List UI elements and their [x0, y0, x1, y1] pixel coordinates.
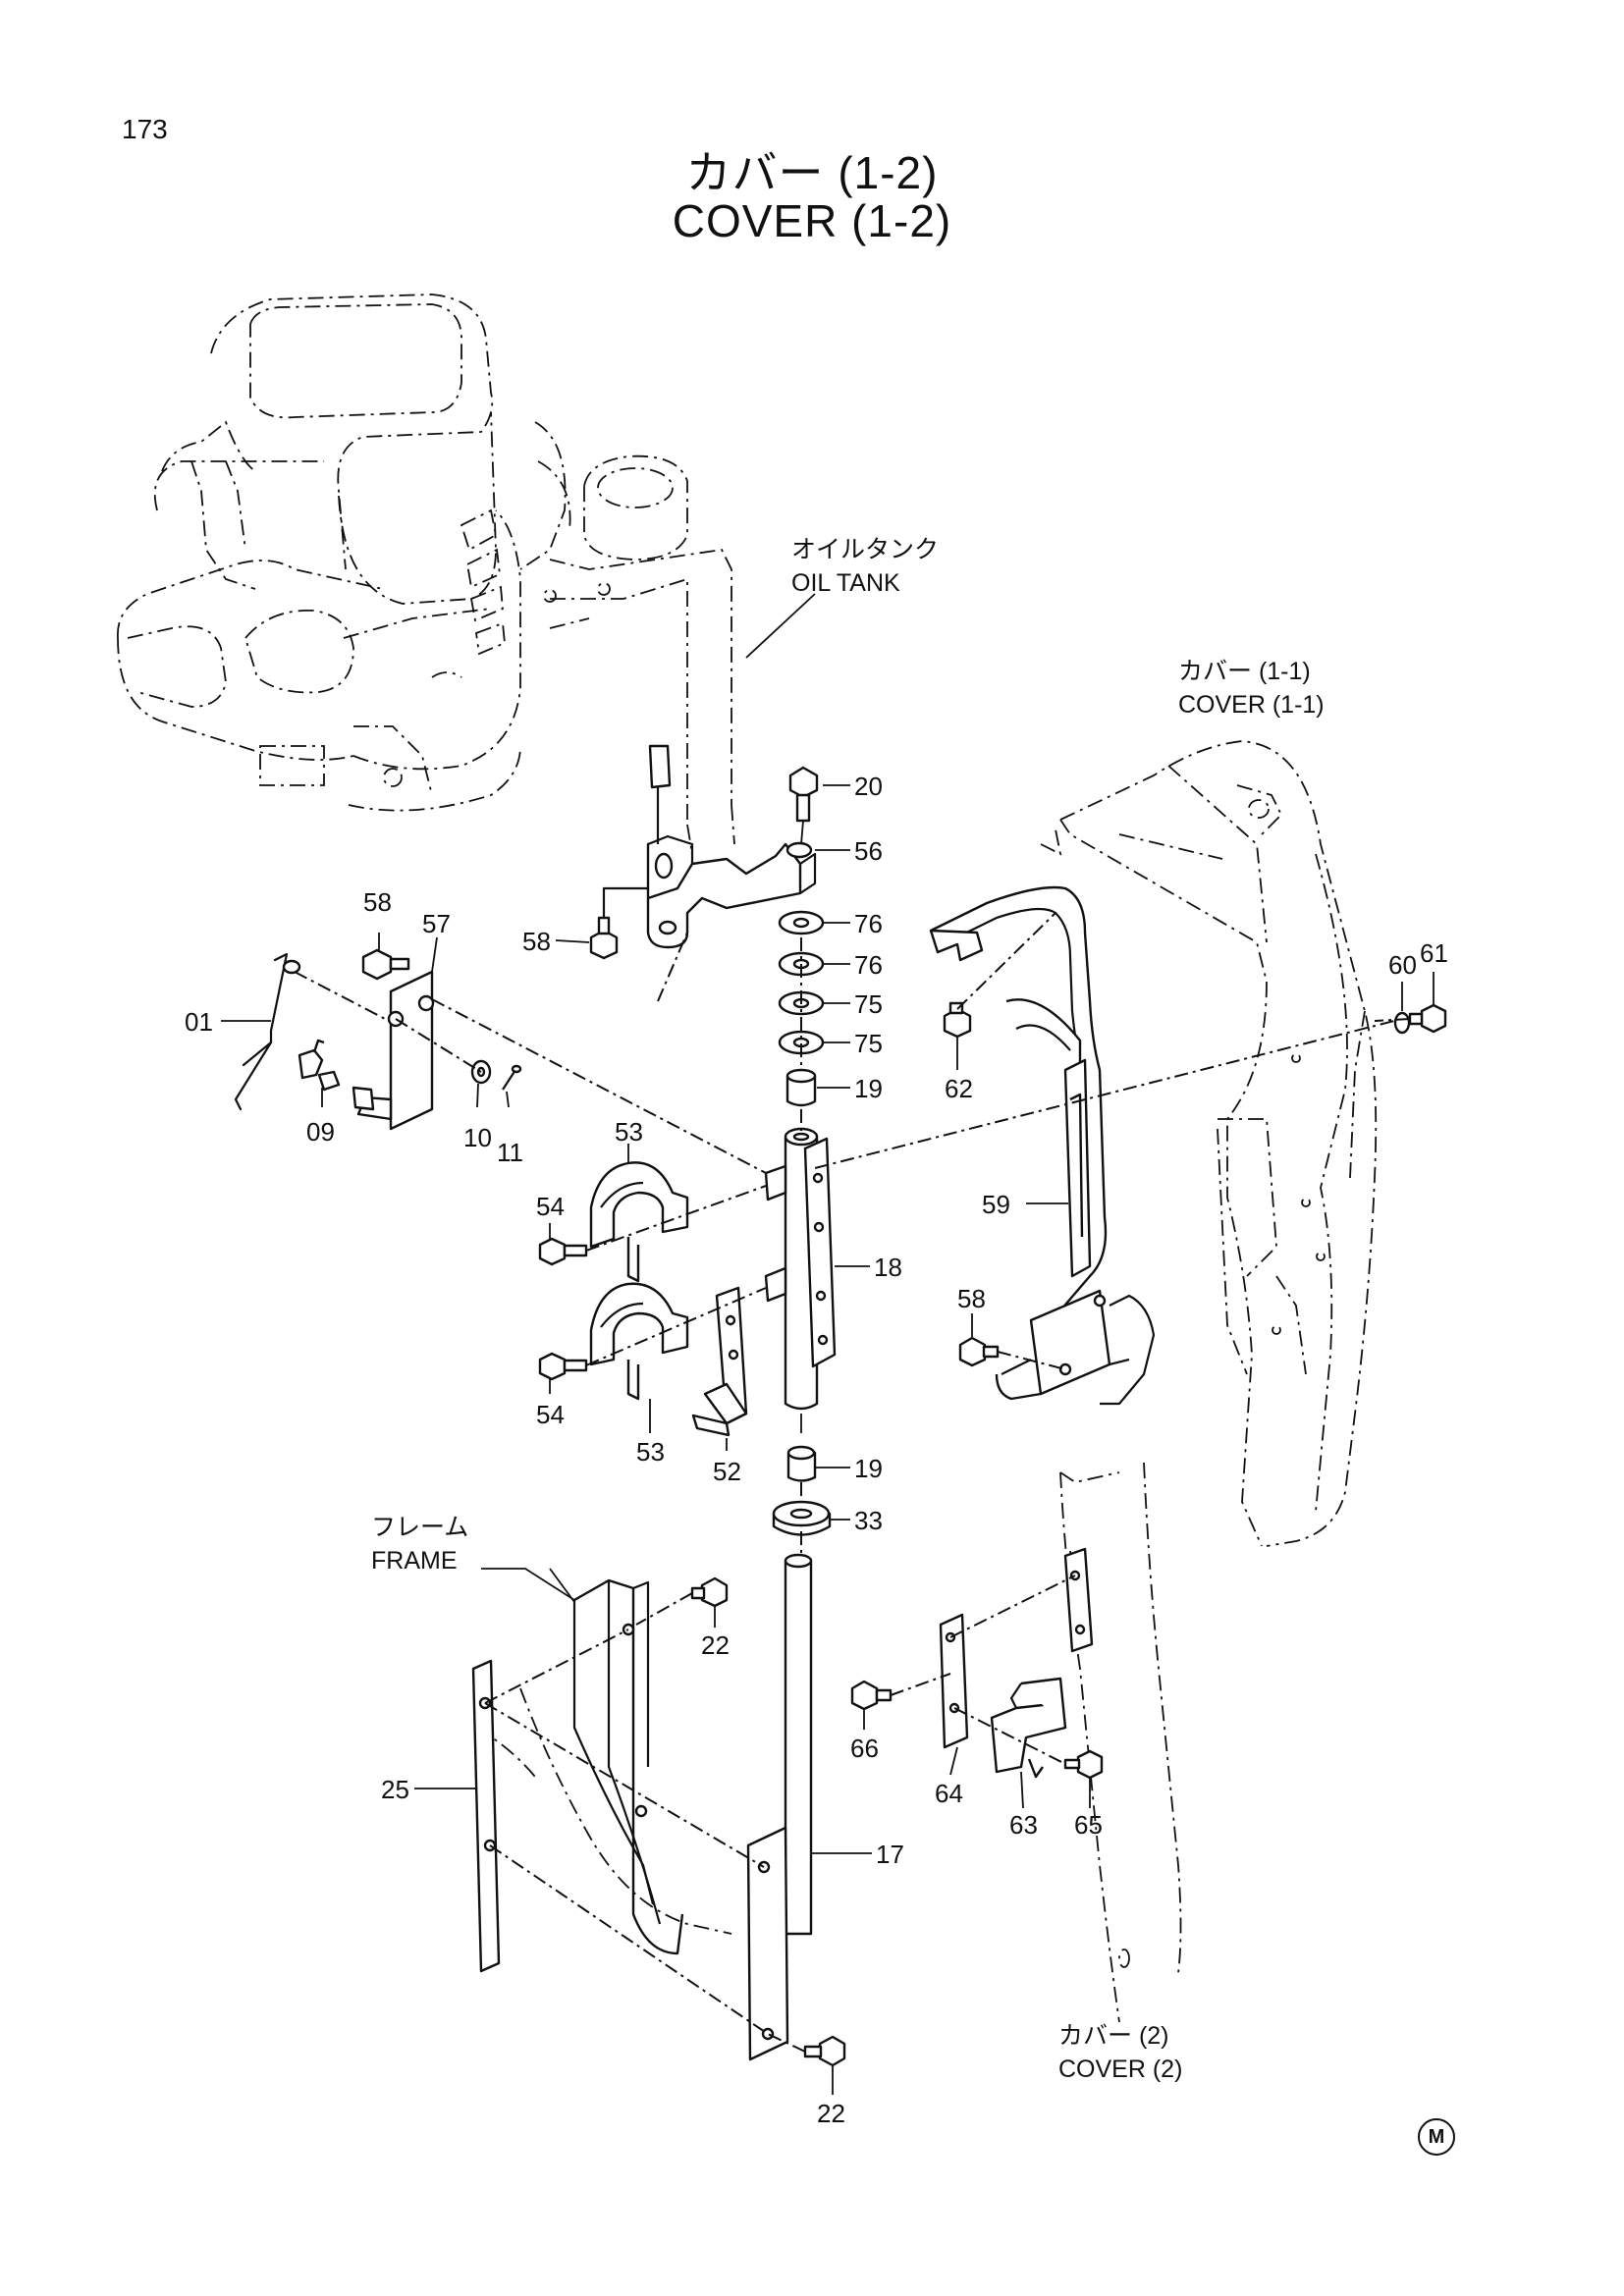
callout-59: 59 — [982, 1190, 1010, 1219]
callout-75-a: 75 — [854, 989, 883, 1019]
part-25-plate — [471, 1659, 501, 1973]
part-22-bolt-upper — [690, 1576, 729, 1608]
page-title-english: COVER (1-2) — [672, 195, 952, 246]
part-59-handrail — [929, 885, 1156, 1406]
callout-17: 17 — [876, 1840, 904, 1869]
callout-58-a: 58 — [522, 927, 551, 956]
callout-63: 63 — [1009, 1810, 1038, 1840]
callout-01: 01 — [185, 1007, 213, 1037]
cover-1-1-label-en: COVER (1-1) — [1178, 691, 1325, 719]
callout-09: 09 — [306, 1117, 335, 1147]
part-52-bracket — [691, 1286, 748, 1437]
callout-54-b: 54 — [536, 1400, 565, 1429]
callout-76-a: 76 — [854, 909, 883, 938]
callout-18: 18 — [874, 1253, 902, 1282]
part-66-bolt — [850, 1680, 893, 1711]
cover-2-bracket — [1063, 1547, 1094, 1653]
page-number: 173 — [122, 114, 168, 144]
cover-2-label-jp: カバー (2) — [1058, 2022, 1169, 2050]
cover-2-phantom — [1059, 1462, 1182, 2023]
part-09-clip — [298, 1039, 341, 1092]
part-57-plate — [352, 970, 435, 1131]
part-22-bolt-lower — [803, 2035, 846, 2067]
part-17-pipe — [746, 1553, 813, 2061]
callout-19-a: 19 — [854, 1074, 883, 1103]
leader-lines — [221, 593, 1435, 2095]
callout-57: 57 — [422, 909, 451, 938]
callout-75-b: 75 — [854, 1029, 883, 1058]
callout-58-b: 58 — [363, 887, 392, 917]
part-56-bracket — [646, 744, 817, 949]
callout-53-b: 53 — [636, 1437, 665, 1467]
callout-11: 11 — [497, 1138, 523, 1167]
part-19-bushing-upper — [785, 1068, 817, 1107]
callout-58-c: 58 — [957, 1284, 986, 1313]
part-11-pin — [502, 1064, 522, 1091]
callout-60: 60 — [1388, 950, 1417, 980]
part-54-bolt-lower — [538, 1352, 588, 1381]
cover-1-1-phantom — [1040, 740, 1378, 1547]
callout-53-a: 53 — [615, 1117, 643, 1147]
assembly-lines — [294, 912, 1411, 2053]
callout-33: 33 — [854, 1506, 883, 1535]
cover-2-label-en: COVER (2) — [1058, 2056, 1182, 2083]
part-60-washer — [1393, 1011, 1411, 1035]
oil-tank-label-jp: オイルタンク — [791, 536, 939, 563]
part-58-bolt-a — [589, 886, 648, 960]
part-62-bolt — [943, 1001, 972, 1039]
part-01-rod — [234, 952, 301, 1111]
part-58-bolt-c — [958, 1336, 1000, 1367]
frame-label-jp: フレーム — [371, 1514, 468, 1541]
callout-54-a: 54 — [536, 1192, 565, 1221]
callout-22-a: 22 — [701, 1630, 730, 1660]
callout-25: 25 — [381, 1775, 409, 1804]
callout-22-b: 22 — [817, 2099, 845, 2128]
callout-20: 20 — [854, 772, 883, 801]
part-53-clamp-upper — [589, 1161, 689, 1283]
frame-label-en: FRAME — [371, 1547, 458, 1575]
callout-19-b: 19 — [854, 1454, 883, 1483]
part-53-clamp-lower — [589, 1282, 689, 1401]
mark-m-circle: M — [1418, 2118, 1455, 2156]
part-58-bolt-b — [361, 948, 410, 981]
frame-column — [475, 1578, 732, 1955]
callout-62: 62 — [945, 1074, 973, 1103]
part-20-bolt — [788, 766, 819, 845]
callout-numbers: 20 56 58 58 57 76 76 75 75 19 01 09 10 1… — [185, 772, 1448, 2128]
reference-labels: オイルタンク OIL TANK カバー (1-1) COVER (1-1) フレ… — [371, 536, 1325, 2083]
callout-64: 64 — [935, 1779, 963, 1808]
part-61-bolt — [1408, 1003, 1447, 1034]
part-65-bolt — [1063, 1749, 1104, 1780]
cover-1-1-label-jp: カバー (1-1) — [1178, 658, 1311, 685]
part-33-collar — [772, 1500, 832, 1536]
callout-56: 56 — [854, 836, 883, 866]
part-19-bushing-lower — [786, 1445, 817, 1482]
callout-66: 66 — [850, 1734, 879, 1763]
machine-phantom-outline — [117, 294, 735, 855]
part-54-bolt-upper — [538, 1237, 588, 1266]
callout-52: 52 — [713, 1457, 741, 1486]
part-63-bracket — [990, 1677, 1067, 1779]
part-18-shaft — [764, 1127, 837, 1433]
callout-65: 65 — [1074, 1810, 1103, 1840]
callout-61: 61 — [1420, 938, 1448, 968]
callout-76-b: 76 — [854, 950, 883, 980]
callout-10: 10 — [463, 1123, 492, 1152]
page-title-japanese: カバー (1-2) — [685, 147, 939, 198]
oil-tank-label-en: OIL TANK — [791, 569, 900, 597]
